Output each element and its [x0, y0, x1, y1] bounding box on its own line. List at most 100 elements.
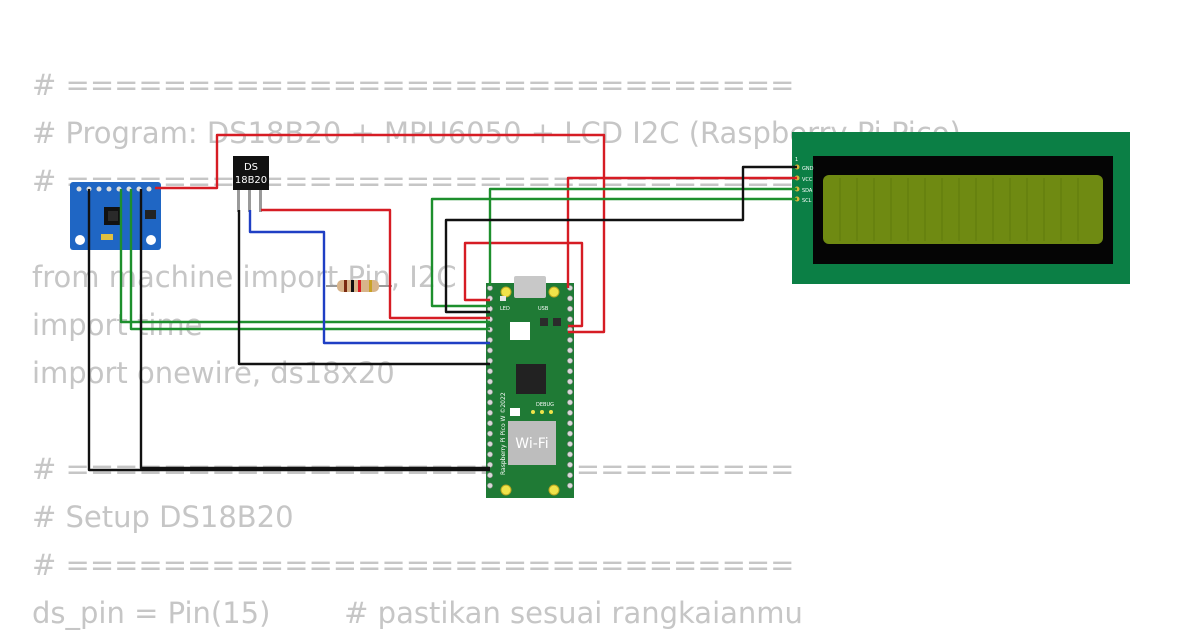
pico-debug-pin-1: [531, 410, 535, 414]
pico-pin[interactable]: [567, 295, 573, 302]
wire-lcd-scl[interactable]: [430, 197, 797, 308]
pico-pin[interactable]: [487, 461, 493, 468]
code-line: # ==============================: [32, 68, 795, 102]
lcd-pin1-marker: 1: [795, 157, 798, 163]
pico-pin[interactable]: [567, 472, 573, 479]
pullup-resistor[interactable]: [326, 280, 392, 292]
code-line: import time: [32, 308, 203, 342]
lcd-pin-label-vcc: VCC: [802, 177, 813, 183]
lcd-pin-label-gnd: GND: [802, 166, 814, 172]
mpu-regulator: [145, 210, 156, 219]
pico-wifi-module: [508, 421, 556, 465]
pico-mount-hole-tl: [500, 286, 512, 298]
wire-pico-loop[interactable]: [463, 241, 584, 328]
code-line: import onewire, ds18x20: [32, 356, 395, 390]
wire-mpu-vcc[interactable]: [155, 133, 606, 334]
pico-rp2040-chip: [516, 364, 546, 394]
mpu-mount-hole-left: [75, 235, 85, 245]
mpu-mount-hole-right: [146, 235, 156, 245]
lcd-screen: [823, 175, 1103, 244]
resistor-band-2: [351, 280, 354, 292]
mpu-chip-die: [108, 211, 118, 221]
pico-pin[interactable]: [567, 347, 573, 354]
pico-pin[interactable]: [487, 472, 493, 479]
pico-pin[interactable]: [487, 357, 493, 364]
ds18b20-leg-data: [248, 186, 251, 212]
resistor-band-4: [369, 280, 372, 292]
wire-ds18b20-gnd[interactable]: [237, 210, 490, 366]
pico-pin[interactable]: [487, 430, 493, 437]
wire-lcd-sda[interactable]: [488, 187, 797, 286]
pico-pin[interactable]: [487, 347, 493, 354]
lcd-pin-label-scl: SCL: [802, 198, 812, 204]
pico-pin[interactable]: [487, 368, 493, 375]
ds18b20-label-line2: 18B20: [235, 175, 267, 186]
pico-debug-pin-3: [549, 410, 553, 414]
wire-mpu-gnd-2[interactable]: [139, 189, 490, 470]
ds18b20-body: [233, 156, 269, 190]
pico-pin[interactable]: [567, 357, 573, 364]
pico-pin[interactable]: [487, 420, 493, 427]
pico-debug-label: DEBUG: [536, 402, 554, 408]
pico-bootsel-button[interactable]: [510, 322, 530, 340]
pico-pin[interactable]: [487, 399, 493, 406]
ds18b20-leg-gnd: [237, 186, 240, 212]
pico-mount-hole-br: [548, 484, 560, 496]
pico-wifi-label: Wi-Fi: [515, 436, 548, 452]
pico-pin[interactable]: [487, 389, 493, 395]
wire-mpu-gnd-1[interactable]: [87, 189, 490, 472]
ds18b20-sensor[interactable]: DS 18B20: [233, 156, 269, 212]
pico-pin[interactable]: [487, 451, 493, 458]
mpu6050-module[interactable]: [70, 182, 161, 250]
pico-usb-label: USB: [538, 306, 549, 312]
pico-pin[interactable]: [567, 420, 573, 427]
wire-lcd-gnd[interactable]: [444, 165, 797, 314]
wire-lcd-vcc[interactable]: [566, 176, 797, 288]
pico-pin[interactable]: [487, 378, 493, 385]
pico-model-label: Raspberry Pi Pico W ©2022: [500, 392, 507, 475]
pico-mount-hole-tr: [548, 286, 560, 298]
wire-ds18b20-data[interactable]: [248, 210, 490, 345]
resistor-band-3: [358, 280, 361, 292]
pico-pin[interactable]: [487, 441, 493, 447]
pico-pin[interactable]: [487, 285, 493, 291]
pico-pin[interactable]: [567, 337, 573, 343]
ds18b20-label-line1: DS: [244, 162, 258, 173]
pico-debug-pin-2: [540, 410, 544, 414]
pico-pin[interactable]: [487, 482, 493, 489]
pico-pin[interactable]: [567, 389, 573, 395]
pico-pin[interactable]: [567, 305, 573, 312]
pico-pin[interactable]: [567, 368, 573, 375]
pico-pin[interactable]: [567, 430, 573, 437]
pico-pin[interactable]: [567, 316, 573, 323]
raspberry-pi-pico-w[interactable]: LED USB DEBUG Wi-Fi Raspberry Pi Pico W …: [486, 276, 574, 498]
lcd-character-grid: [839, 178, 1079, 241]
pico-usb-connector: [514, 276, 546, 298]
code-line: # ==============================: [32, 164, 795, 198]
pico-pin[interactable]: [567, 461, 573, 468]
wire-mpu-sda[interactable]: [119, 189, 490, 324]
pico-pin[interactable]: [567, 378, 573, 385]
pico-bootsel-part: [540, 318, 548, 326]
code-line: ds_pin = Pin(15) # pastikan sesuai rangk…: [32, 596, 803, 630]
pico-pin[interactable]: [487, 409, 493, 416]
pico-led: [500, 296, 506, 301]
mpu-capacitor: [101, 234, 113, 240]
wire-mpu-scl[interactable]: [129, 189, 490, 331]
pico-left-pin-header[interactable]: [487, 285, 493, 489]
pico-pin[interactable]: [567, 482, 573, 489]
code-line: # Setup DS18B20: [32, 500, 294, 534]
resistor-band-1: [344, 280, 347, 292]
pico-debug-pad: [510, 408, 520, 416]
ds18b20-leg-vdd: [259, 186, 262, 212]
pico-pin[interactable]: [567, 409, 573, 416]
pico-pin[interactable]: [567, 441, 573, 447]
pico-pin[interactable]: [567, 451, 573, 458]
lcd-i2c-module[interactable]: 1 GND VCC SDA SCL: [792, 132, 1130, 284]
code-line: # ==============================: [32, 548, 795, 582]
wires[interactable]: [87, 133, 797, 472]
wire-ds18b20-vdd[interactable]: [261, 208, 490, 320]
pico-mount-hole-bl: [500, 484, 512, 496]
pico-pin[interactable]: [567, 399, 573, 406]
